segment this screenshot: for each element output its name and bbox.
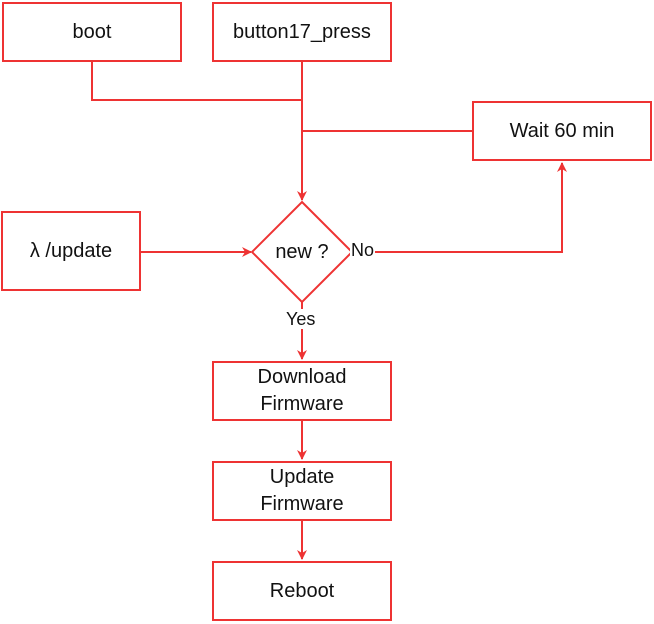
wait-60-min-node: Wait 60 min xyxy=(472,101,652,161)
reboot-node: Reboot xyxy=(212,561,392,621)
download-firmware-line-1: Download xyxy=(257,366,347,388)
reboot-label: Reboot xyxy=(269,579,335,602)
download-firmware-node: Download Firmware xyxy=(212,361,392,421)
decision-diamond xyxy=(250,200,354,304)
update-firmware-node: Update Firmware xyxy=(212,461,392,521)
update-firmware-line-2: Firmware xyxy=(260,493,344,515)
wait-60-min-label: Wait 60 min xyxy=(509,119,615,142)
yes-edge-label: Yes xyxy=(285,309,317,329)
edge-boot-to-decision xyxy=(91,62,302,101)
button17-press-node: button17_press xyxy=(212,2,392,62)
decision-label: new ? xyxy=(275,240,329,263)
edge-decision-no-to-wait xyxy=(352,162,567,253)
no-edge-label: No xyxy=(350,240,376,260)
button17-press-label: button17_press xyxy=(233,20,371,43)
update-firmware-line-1: Update xyxy=(269,466,335,488)
boot-label: boot xyxy=(72,20,112,43)
lambda-update-node: λ /update xyxy=(1,211,141,291)
download-firmware-line-2: Firmware xyxy=(260,393,344,415)
boot-node: boot xyxy=(2,2,182,62)
lambda-update-label: λ /update xyxy=(29,239,113,262)
